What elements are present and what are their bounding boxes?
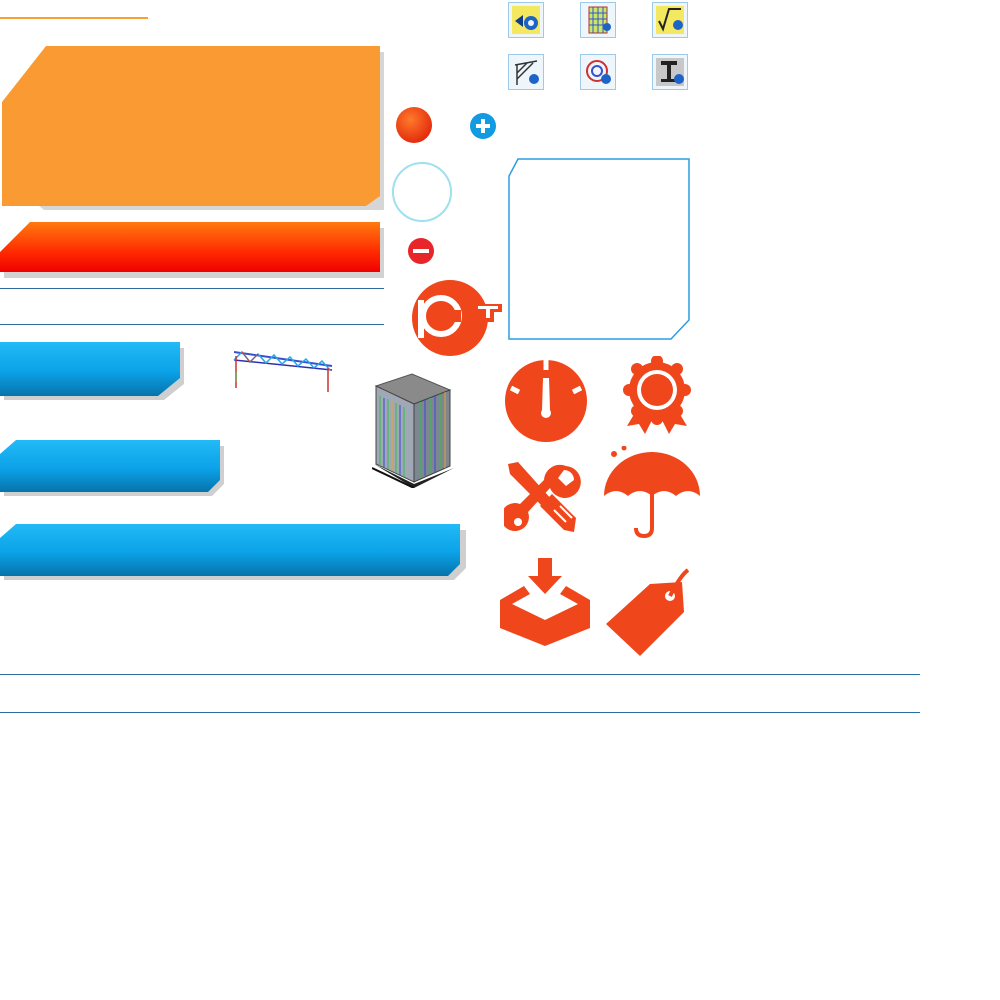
empty-circle-icon[interactable]: [390, 160, 454, 224]
full-divider-line-2: [0, 712, 920, 713]
tag-icon: [606, 568, 690, 656]
divider-line-2: [0, 324, 384, 325]
red-dot-icon[interactable]: [395, 106, 435, 146]
award-icon: [623, 356, 691, 434]
blue-button-wide[interactable]: [0, 524, 466, 580]
hardware-icon[interactable]: [580, 54, 616, 90]
building-grid-icon[interactable]: [580, 2, 616, 38]
inbox-download-icon: [500, 558, 590, 646]
umbrella-icon: [604, 446, 700, 539]
plus-circle-icon[interactable]: [469, 112, 497, 140]
speedometer-icon: [505, 360, 587, 442]
beam-section-icon[interactable]: [652, 54, 688, 90]
view-icon[interactable]: [508, 2, 544, 38]
blue-button-medium[interactable]: [0, 440, 224, 496]
minus-circle-icon[interactable]: [406, 236, 436, 266]
full-divider-line-1: [0, 674, 920, 675]
truss-icon[interactable]: [508, 54, 544, 90]
rst-certification-logo: [412, 280, 502, 356]
red-banner: [0, 222, 384, 278]
formula-icon[interactable]: [652, 2, 688, 38]
truss-illustration: [233, 350, 333, 392]
orange-banner: [2, 46, 384, 210]
building-illustration: [372, 373, 454, 488]
tools-icon: [504, 462, 581, 532]
divider-line-1: [0, 288, 384, 289]
orange-underline: [0, 17, 148, 19]
blue-button-small[interactable]: [0, 342, 184, 400]
outlined-panel: [508, 158, 690, 340]
